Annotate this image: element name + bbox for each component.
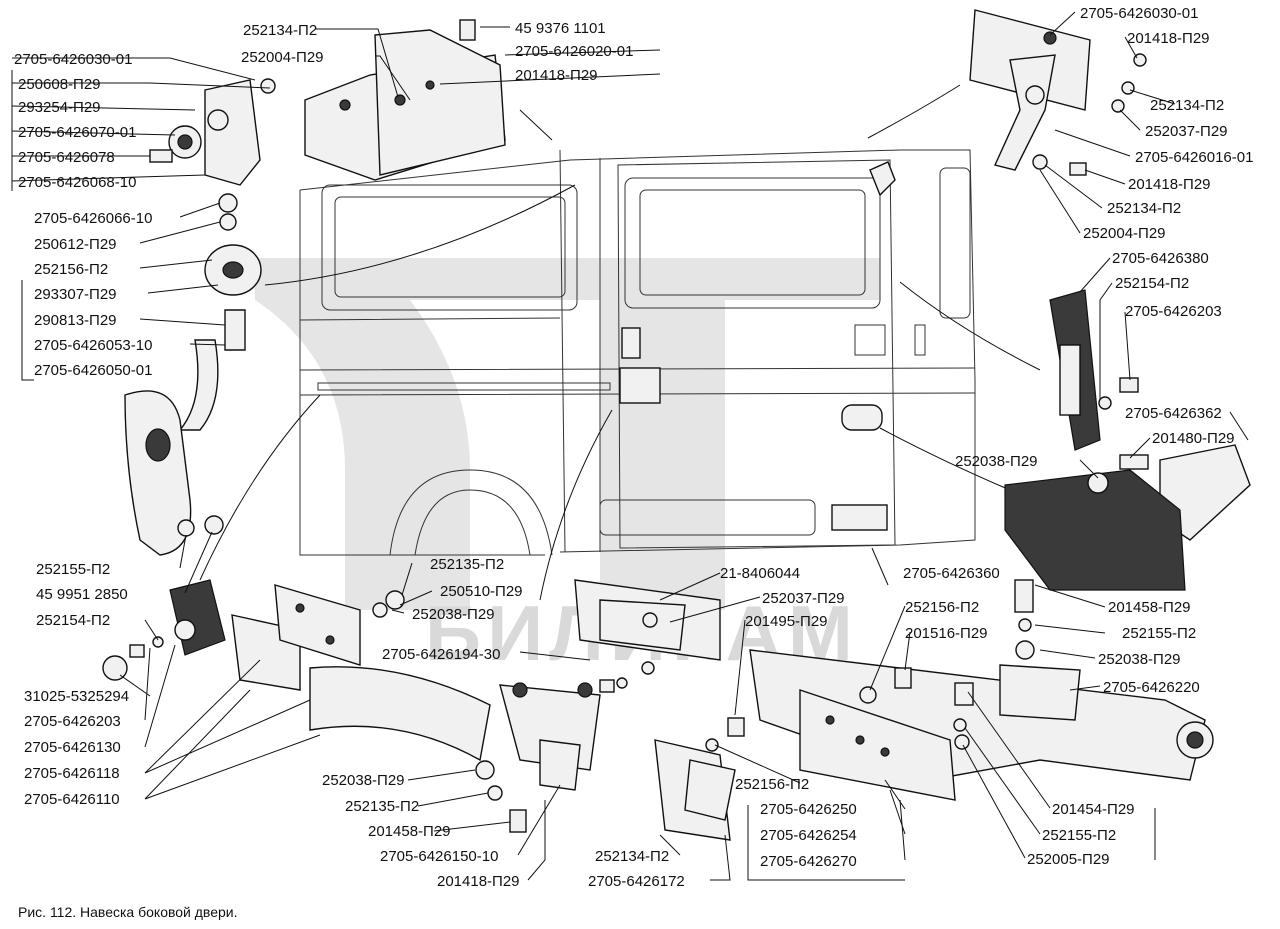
part-label: 2705-6426050-01	[34, 362, 152, 379]
part-label: 252135-П2	[345, 798, 419, 815]
part-label: 201458-П29	[368, 823, 451, 840]
part-label: 31025-5325294	[24, 688, 129, 705]
part-label: 2705-6426030-01	[14, 51, 132, 68]
part-label: 201454-П29	[1052, 801, 1135, 818]
part-label: 252155-П2	[1122, 625, 1196, 642]
part-label: 293307-П29	[34, 286, 117, 303]
part-label: 201418-П29	[1127, 30, 1210, 47]
upper-left-bracket	[304, 19, 506, 181]
left-hinge-stack	[124, 78, 276, 556]
right-strikers	[1004, 289, 1251, 591]
part-label: 252038-П29	[412, 606, 495, 623]
part-label: 2705-6426203	[24, 713, 121, 730]
part-label: 250612-П29	[34, 236, 117, 253]
part-label: 252156-П2	[34, 261, 108, 278]
part-label: 252038-П29	[1098, 651, 1181, 668]
part-label: 2705-6426020-01	[515, 43, 633, 60]
part-label: 252038-П29	[955, 453, 1038, 470]
lower-center-carriage	[499, 579, 745, 841]
part-label: 252004-П29	[241, 49, 324, 66]
part-label: 2705-6426068-10	[18, 174, 136, 191]
part-label: 252155-П2	[36, 561, 110, 578]
part-label: 2705-6426203	[1125, 303, 1222, 320]
part-label: 21-8406044	[720, 565, 800, 582]
lower-left-roller	[102, 579, 527, 833]
part-label: 252004-П29	[1083, 225, 1166, 242]
part-label: 2705-6426053-10	[34, 337, 152, 354]
assembly-arrows	[199, 84, 1041, 601]
part-label: 2705-6426362	[1125, 405, 1222, 422]
van-body	[299, 149, 976, 556]
part-label: 252155-П2	[1042, 827, 1116, 844]
part-label: 252154-П2	[1115, 275, 1189, 292]
part-label: 252134-П2	[595, 848, 669, 865]
part-label: 201418-П29	[515, 67, 598, 84]
part-label: 2705-6426250	[760, 801, 857, 818]
part-label: 252156-П2	[735, 776, 809, 793]
part-label: 2705-6426070-01	[18, 124, 136, 141]
part-label: 252038-П29	[322, 772, 405, 789]
part-label: 252037-П29	[762, 590, 845, 607]
part-label: 250510-П29	[440, 583, 523, 600]
part-label: 2705-6426118	[24, 765, 120, 782]
figure-caption: Рис. 112. Навеска боковой двери.	[18, 904, 238, 920]
part-label: 290813-П29	[34, 312, 117, 329]
part-label: 2705-6426172	[588, 873, 685, 890]
part-label: 201495-П29	[745, 613, 828, 630]
part-label: 252005-П29	[1027, 851, 1110, 868]
leader-lines	[11, 11, 1249, 881]
part-label: 2705-6426078	[18, 149, 115, 166]
part-label: 201418-П29	[437, 873, 520, 890]
part-label: 252154-П2	[36, 612, 110, 629]
part-label: 201418-П29	[1128, 176, 1211, 193]
part-label: 2705-6426150-10	[380, 848, 498, 865]
part-label: 201458-П29	[1108, 599, 1191, 616]
part-label: 45 9951 2850	[36, 586, 128, 603]
part-label: 201516-П29	[905, 625, 988, 642]
part-label: 293254-П29	[18, 99, 101, 116]
part-labels: 252134-П2 45 9376 1101 252004-П29 2705-6…	[14, 5, 1253, 890]
part-label: 252037-П29	[1145, 123, 1228, 140]
part-label: 2705-6426030-01	[1080, 5, 1198, 22]
part-label: 2705-6426254	[760, 827, 857, 844]
part-label: 252156-П2	[905, 599, 979, 616]
part-label: 2705-6426066-10	[34, 210, 152, 227]
part-label: 2705-6426016-01	[1135, 149, 1253, 166]
lower-right-carriage	[749, 579, 1214, 801]
part-label: 45 9376 1101	[515, 20, 606, 37]
part-label: 2705-6426220	[1103, 679, 1200, 696]
part-label: 252134-П2	[243, 22, 317, 39]
part-label: 2705-6426380	[1112, 250, 1209, 267]
part-label: 201480-П29	[1152, 430, 1235, 447]
part-label: 2705-6426130	[24, 739, 121, 756]
upper-right-hinge	[969, 9, 1147, 176]
part-label: 250608-П29	[18, 76, 101, 93]
part-label: 252134-П2	[1150, 97, 1224, 114]
part-label: 2705-6426360	[903, 565, 1000, 582]
part-label: 252135-П2	[430, 556, 504, 573]
part-label: 2705-6426194-30	[382, 646, 500, 663]
part-label: 252134-П2	[1107, 200, 1181, 217]
part-label: 2705-6426270	[760, 853, 857, 870]
part-label: 2705-6426110	[24, 791, 120, 808]
